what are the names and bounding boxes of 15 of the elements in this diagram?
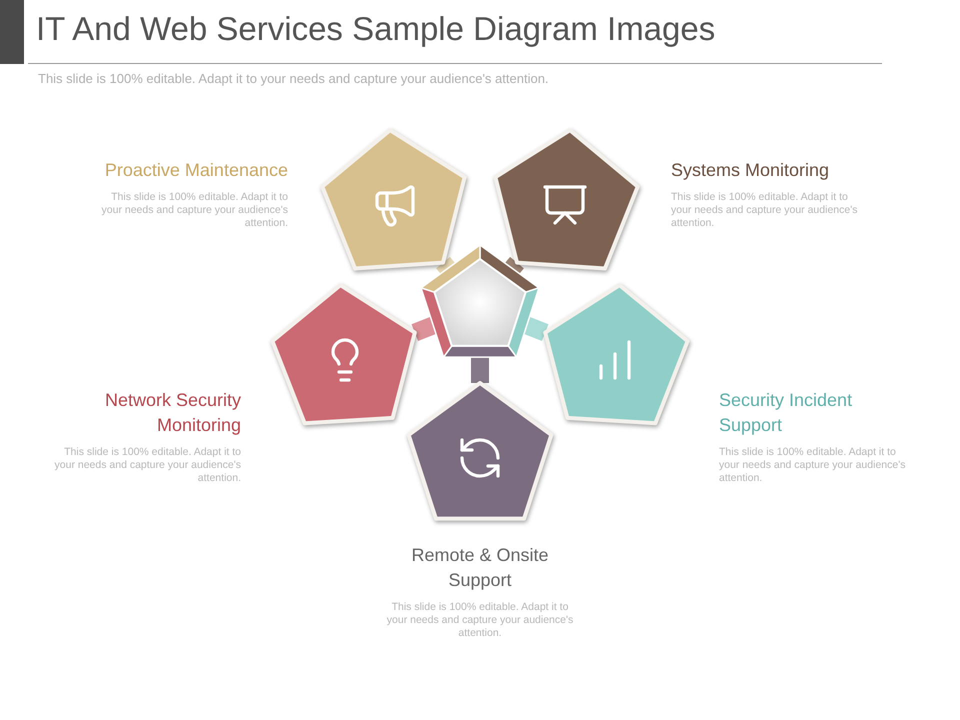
heading: Network Security Monitoring <box>104 389 241 437</box>
heading: Systems Monitoring <box>671 159 830 182</box>
subtitle: This slide is 100% editable. Adapt it to your needs and capture your audience's attention. <box>38 71 549 86</box>
description: This slide is 100% editable. Adapt it to your needs and capture your audience's attention. <box>54 446 241 485</box>
connector <box>471 356 489 383</box>
heading: Proactive Maintenance <box>104 159 288 182</box>
connector <box>412 316 438 341</box>
description: This slide is 100% editable. Adapt it to your needs and capture your audience's attention. <box>719 446 906 485</box>
description: This slide is 100% editable. Adapt it to your needs and capture your audience's attention. <box>100 191 288 230</box>
title: IT And Web Services Sample Diagram Images <box>36 10 716 48</box>
heading: Remote & Onsite Support <box>410 544 550 592</box>
heading: Security Incident Support <box>719 389 854 437</box>
description: This slide is 100% editable. Adapt it to your needs and capture your audience's attention. <box>386 601 574 640</box>
description: This slide is 100% editable. Adapt it to your needs and capture your audience's attention. <box>671 191 858 230</box>
connector <box>522 316 548 341</box>
